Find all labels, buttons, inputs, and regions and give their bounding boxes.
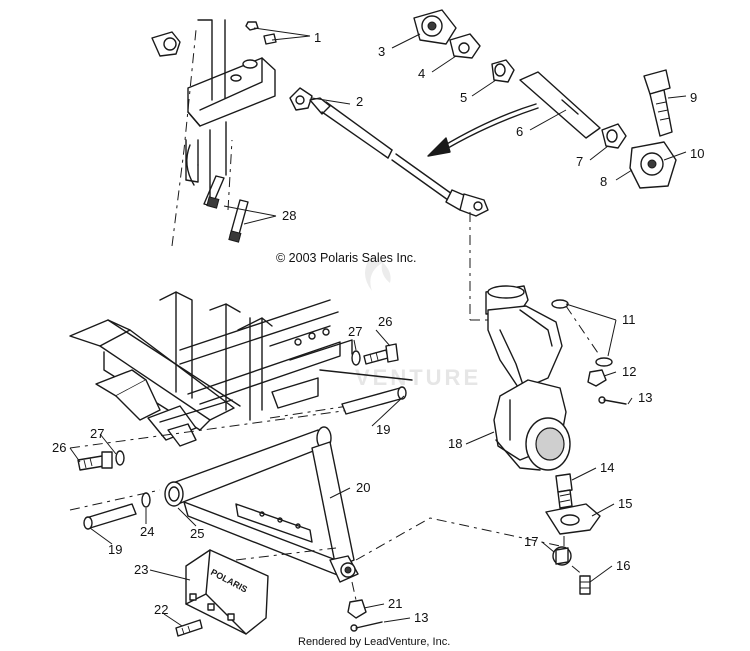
callout-10: 10 (690, 146, 704, 161)
ball-joint-assembly (545, 473, 601, 595)
spindle-assembly (469, 212, 627, 471)
callout-9: 9 (690, 90, 697, 105)
callout-13-lower: 13 (414, 610, 428, 625)
watermark-text: VENTURE (355, 365, 481, 390)
watermark: VENTURE (355, 255, 481, 390)
copyright-text: © 2003 Polaris Sales Inc. (276, 251, 417, 265)
callout-22: 22 (154, 602, 168, 617)
callout-20: 20 (356, 480, 370, 495)
a-arm (83, 426, 561, 632)
nut-icon (263, 33, 277, 45)
callout-19-upper: 19 (376, 422, 390, 437)
callout-26-lower: 26 (52, 440, 66, 455)
leader-lines (69, 27, 687, 627)
callout-13: 13 (638, 390, 652, 405)
callout-6: 6 (516, 124, 523, 139)
callout-4: 4 (418, 66, 425, 81)
tie-rod (289, 87, 489, 217)
callout-21: 21 (388, 596, 402, 611)
callout-14: 14 (600, 460, 614, 475)
callout-labels: 1 2 3 4 5 6 7 8 9 10 11 12 13 14 15 16 1… (52, 30, 704, 625)
callout-2: 2 (356, 94, 363, 109)
callout-16: 16 (616, 558, 630, 573)
callout-18: 18 (448, 436, 462, 451)
frame-section (69, 291, 413, 511)
callout-19-lower: 19 (108, 542, 122, 557)
watermark-flame-icon (365, 255, 391, 291)
steering-post-assembly (151, 19, 277, 247)
callout-5: 5 (460, 90, 467, 105)
callout-27-lower: 27 (90, 426, 104, 441)
callout-28: 28 (282, 208, 296, 223)
rendered-by-text: Rendered by LeadVenture, Inc. (298, 636, 450, 648)
callout-3: 3 (378, 44, 385, 59)
a-arm-guard: POLARIS (175, 547, 337, 637)
callout-1: 1 (314, 30, 321, 45)
callout-26-upper: 26 (378, 314, 392, 329)
callout-24: 24 (140, 524, 154, 539)
callout-12: 12 (622, 364, 636, 379)
callout-27-upper: 27 (348, 324, 362, 339)
callout-8: 8 (600, 174, 607, 189)
callout-15: 15 (618, 496, 632, 511)
callout-23: 23 (134, 562, 148, 577)
callout-7: 7 (576, 154, 583, 169)
callout-17: 17 (524, 534, 538, 549)
callout-11: 11 (622, 312, 636, 327)
tie-rod-hardware (413, 9, 677, 189)
callout-25: 25 (190, 526, 204, 541)
